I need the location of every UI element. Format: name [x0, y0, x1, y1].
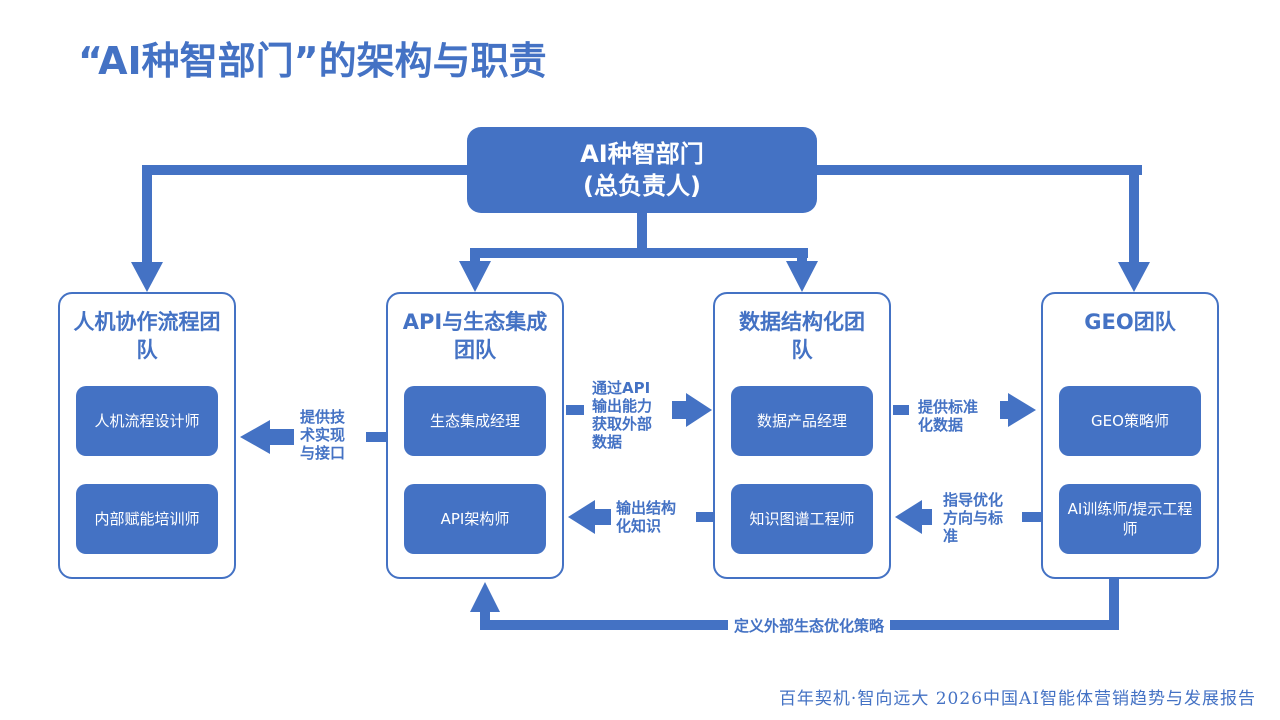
connector-center-right-drop [797, 248, 807, 263]
connector-4-3-shaft [920, 509, 932, 525]
arrow-to-team-2-left [568, 500, 595, 534]
role-box: 内部赋能培训师 [76, 484, 218, 554]
connector-3-4-tail [893, 405, 909, 415]
role-box: 人机流程设计师 [76, 386, 218, 456]
connector-3-2-tail [696, 512, 714, 522]
flow-label-standardized-data: 提供标准化数据 [918, 398, 990, 434]
flow-label-optimization-guidance: 指导优化方向与标准 [943, 491, 1015, 545]
role-box: 生态集成经理 [404, 386, 546, 456]
connector-center-left-drop [470, 248, 480, 263]
connector-2-3-tail [566, 405, 584, 415]
department-head-name: AI种智部门 [580, 140, 704, 168]
role-box: API架构师 [404, 484, 546, 554]
team-card-data-structuring: 数据结构化团队 数据产品经理 知识图谱工程师 [713, 292, 891, 579]
connector-2-3-shaft [672, 401, 686, 419]
team-card-human-ai-workflow: 人机协作流程团队 人机流程设计师 内部赋能培训师 [58, 292, 236, 579]
flow-label-api-external-data: 通过API输出能力获取外部数据 [592, 379, 664, 451]
connector-4-3-tail [1022, 512, 1042, 522]
flow-label-structured-knowledge: 输出结构化知识 [616, 499, 686, 535]
arrow-to-team-1-left [240, 420, 270, 454]
arrow-to-team-4 [1118, 262, 1150, 292]
team-title: 数据结构化团队 [739, 310, 865, 362]
team-title: GEO团队 [1084, 310, 1176, 334]
role-box: 知识图谱工程师 [731, 484, 873, 554]
flow-label-tech-interface: 提供技术实现与接口 [300, 408, 352, 462]
team-card-api-ecosystem: API与生态集成团队 生态集成经理 API架构师 [386, 292, 564, 579]
connector-2-1-tail [366, 432, 386, 442]
team-title: 人机协作流程团队 [73, 310, 221, 362]
page-title: “AI种智部门”的架构与职责 [78, 39, 547, 83]
team-title: API与生态集成团队 [402, 310, 548, 362]
arrow-to-team-3 [786, 261, 818, 292]
connector-bottom-left-rise [480, 610, 490, 630]
role-box: 数据产品经理 [731, 386, 873, 456]
arrow-to-team-1 [131, 262, 163, 292]
flow-label-external-ecosystem-strategy: 定义外部生态优化策略 [728, 615, 891, 636]
connector-center-stem [637, 212, 647, 252]
arrow-to-team-3-right [686, 393, 712, 427]
connector-top-right-vertical [1129, 165, 1139, 265]
arrow-to-team-3-left [895, 500, 922, 534]
department-head-subtitle: (总负责人) [583, 172, 701, 200]
connector-3-4-shaft [1000, 401, 1010, 419]
role-box: GEO策略师 [1059, 386, 1201, 456]
connector-3-2-shaft [595, 509, 611, 525]
arrow-to-team-2 [459, 261, 491, 292]
arrow-to-team-2-up [470, 582, 500, 612]
connector-top-left-horizontal [142, 165, 472, 175]
footer-report-title: 百年契机·智向远大 2026中国AI智能体营销趋势与发展报告 [778, 689, 1256, 709]
connector-2-1-shaft [270, 429, 294, 445]
connector-center-bar [470, 248, 808, 258]
department-head-node: AI种智部门 (总负责人) [467, 127, 817, 213]
connector-top-right-horizontal [812, 165, 1142, 175]
arrow-to-team-4-right [1008, 393, 1036, 427]
team-card-geo: GEO团队 GEO策略师 AI训练师/提示工程师 [1041, 292, 1219, 579]
role-box: AI训练师/提示工程师 [1059, 484, 1201, 554]
connector-top-left-vertical [142, 165, 152, 265]
connector-bottom-right-drop [1109, 578, 1119, 630]
